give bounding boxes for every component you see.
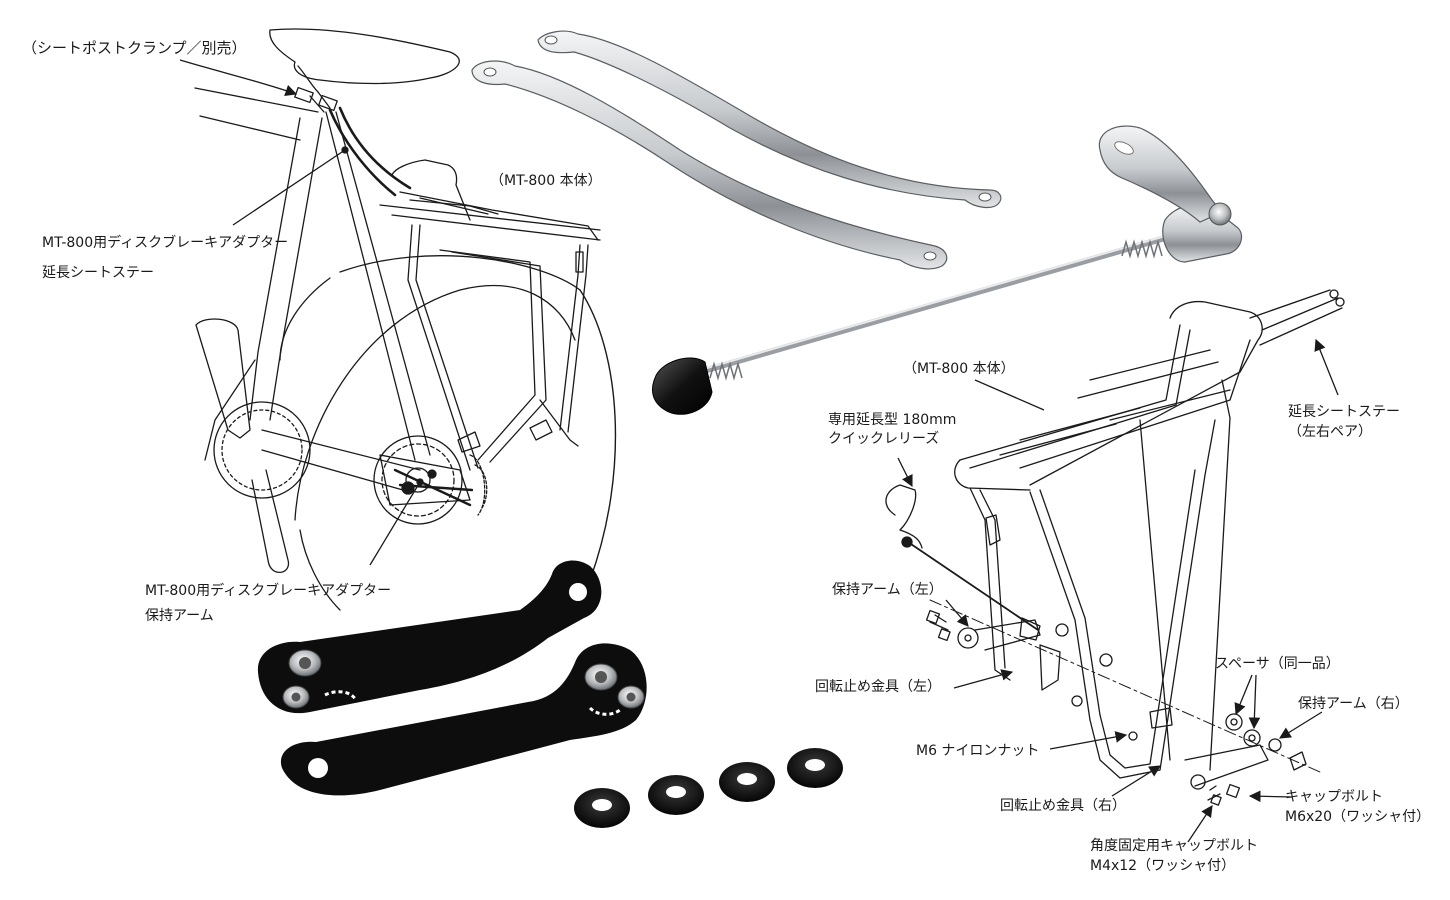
retention-arm-photo [257,560,647,796]
leader-lines [179,59,1339,843]
label-cap-bolt-line2: M6x20（ワッシャ付） [1285,809,1431,825]
label-cap-bolt-line1: キャップボルト [1285,789,1383,805]
label-adapter-stay-line2: 延長シートステー [42,265,154,281]
label-arm-right: 保持アーム（右） [1298,696,1409,712]
label-rack-body-left: （MT-800 本体） [490,173,602,189]
spacer-photo [574,748,843,828]
label-ext-stay-line1: 延長シートステー [1288,404,1400,420]
label-qr-line1: 専用延長型 180mm [828,412,957,428]
label-anti-rotation-right: 回転止め金具（右） [1000,798,1126,814]
extension-stay-photo-upper [537,30,1002,209]
cap-bolt-photo [282,649,645,709]
label-anti-rotation-left: 回転止め金具（左） [815,679,941,695]
label-qr-line2: クイックレリーズ [828,431,940,447]
label-angle-bolt-line2: M4x12（ワッシャ付） [1090,858,1236,874]
label-arm-left: 保持アーム（左） [832,582,943,598]
extension-stay-photo-lower [471,60,948,270]
label-seatpost-clamp: （シートポストクランプ／別売） [22,39,247,57]
label-rack-body-right: （MT-800 本体） [903,361,1015,377]
bicycle-line-drawing [194,28,617,611]
quick-release-photo [652,125,1243,415]
label-spacer: スペーサ（同一品） [1215,656,1340,672]
label-angle-bolt-line1: 角度固定用キャップボルト [1090,838,1258,854]
label-adapter-arm-line2: 保持アーム [145,608,214,624]
label-ext-stay-line2: （左右ペア） [1288,424,1372,440]
label-adapter-arm-line1: MT-800用ディスクブレーキアダプター [145,583,392,599]
label-adapter-stay-line1: MT-800用ディスクブレーキアダプター [42,235,289,251]
label-nylon-nut: M6 ナイロンナット [916,743,1040,759]
rack-exploded-line-drawing [885,289,1345,806]
